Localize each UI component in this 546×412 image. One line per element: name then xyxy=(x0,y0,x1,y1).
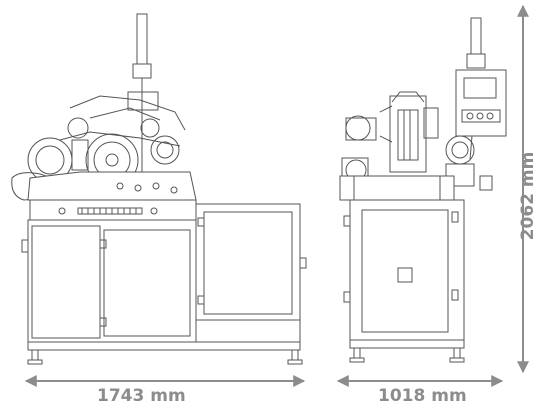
machine-side-view xyxy=(339,17,507,363)
height-label: 2062 mm xyxy=(518,151,538,241)
side-width-label: 1018 mm xyxy=(378,386,467,406)
front-width-label: 1743 mm xyxy=(97,386,186,406)
machine-front-view xyxy=(11,13,307,365)
